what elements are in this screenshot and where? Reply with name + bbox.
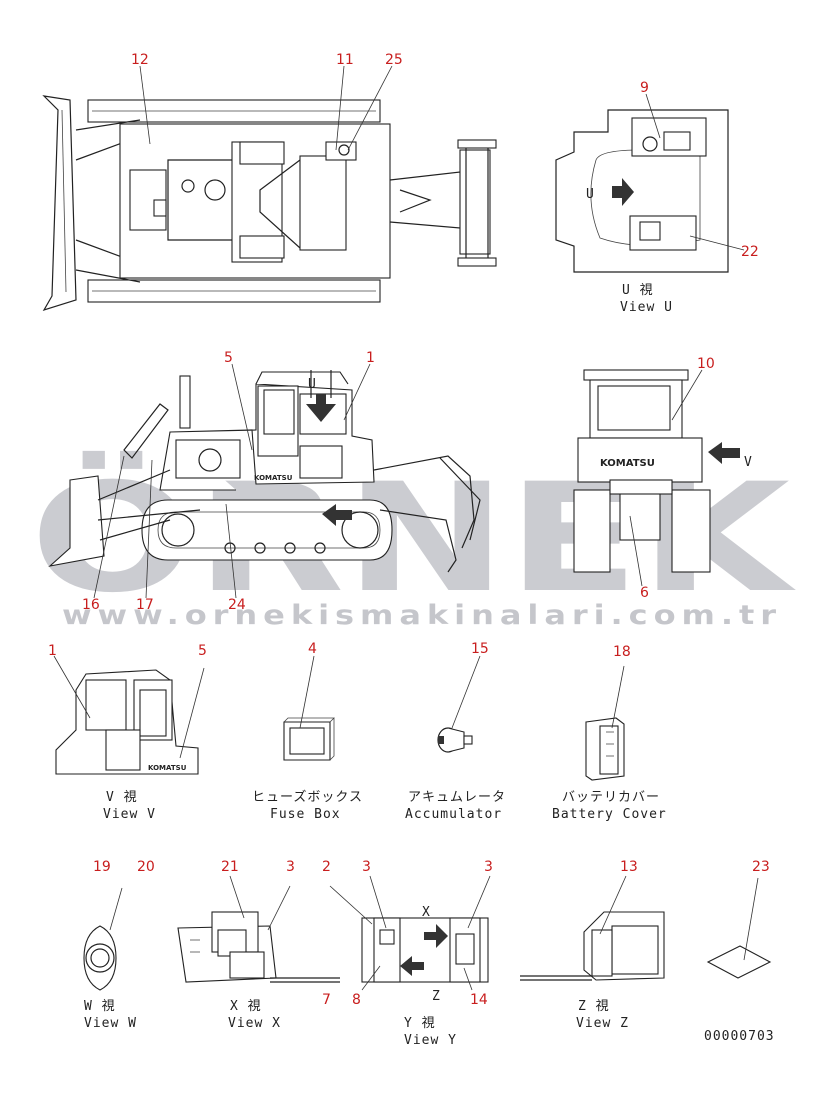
callout-1-view-v: 1 xyxy=(48,643,57,659)
callout-14: 14 xyxy=(470,992,488,1008)
caption-batt: Battery Cover xyxy=(552,807,667,822)
callout-22: 22 xyxy=(741,244,759,260)
caption-view-u-jp: U 視 xyxy=(622,283,654,298)
side-view-drawing: U KOMATSU xyxy=(48,370,481,573)
callout-11: 11 xyxy=(336,52,354,68)
side-view-brand: KOMATSU xyxy=(254,474,293,482)
watermark-url: www.ornekismakinalari.com.tr xyxy=(62,600,782,631)
caption-view-v-jp: V 視 xyxy=(106,790,138,805)
item-23-drawing xyxy=(706,945,772,979)
view-v-brand: KOMATSU xyxy=(148,764,187,772)
callout-5-side: 5 xyxy=(224,350,233,366)
callout-3-view-y-right: 3 xyxy=(484,859,493,875)
callout-12: 12 xyxy=(131,52,149,68)
caption-view-x-jp: X 視 xyxy=(230,999,262,1014)
caption-view-u: View U xyxy=(620,300,673,315)
view-u-letter: U xyxy=(586,187,595,202)
caption-view-x: View X xyxy=(228,1016,281,1031)
caption-view-z-jp: Z 視 xyxy=(578,999,610,1014)
fuse-box-drawing xyxy=(283,717,335,761)
caption-view-w: View W xyxy=(84,1016,137,1031)
caption-view-v: View V xyxy=(103,807,156,822)
drawing-number: 00000703 xyxy=(704,1029,775,1044)
callout-3-view-y-left: 3 xyxy=(362,859,371,875)
callout-21: 21 xyxy=(221,859,239,875)
view-w-drawing xyxy=(83,925,117,991)
view-captions: U 視 View U V 視 View V ヒューズボックス Fuse Box … xyxy=(84,283,775,1048)
callout-25: 25 xyxy=(385,52,403,68)
caption-acc-jp: アキュムレータ xyxy=(408,790,506,805)
battery-cover-drawing xyxy=(585,717,625,781)
caption-fuse-jp: ヒューズボックス xyxy=(252,789,363,805)
callout-13: 13 xyxy=(620,859,638,875)
view-u-drawing: U xyxy=(555,109,729,273)
rear-view-drawing: KOMATSU V xyxy=(573,369,753,573)
view-y-z-letter: Z xyxy=(432,989,441,1004)
side-view-u-letter: U xyxy=(308,377,317,392)
caption-fuse: Fuse Box xyxy=(270,807,341,822)
view-x-drawing xyxy=(177,911,340,983)
callout-2: 2 xyxy=(322,859,331,875)
callout-20: 20 xyxy=(137,859,155,875)
callout-15: 15 xyxy=(471,641,489,657)
caption-view-y: View Y xyxy=(404,1033,457,1048)
callout-23: 23 xyxy=(752,859,770,875)
callout-5-view-v: 5 xyxy=(198,643,207,659)
callout-6: 6 xyxy=(640,585,649,601)
rear-view-brand: KOMATSU xyxy=(600,458,655,469)
caption-acc: Accumulator xyxy=(405,807,502,822)
callout-10: 10 xyxy=(697,356,715,372)
caption-view-y-jp: Y 視 xyxy=(404,1016,436,1031)
callout-9: 9 xyxy=(640,80,649,96)
leader-lines xyxy=(53,65,759,991)
callout-16: 16 xyxy=(82,597,100,613)
callout-3-view-x: 3 xyxy=(286,859,295,875)
callout-24: 24 xyxy=(228,597,246,613)
view-v-drawing: KOMATSU xyxy=(55,669,199,775)
view-y-x-letter: X xyxy=(422,905,431,920)
view-z-drawing xyxy=(520,911,665,981)
callout-4: 4 xyxy=(308,641,317,657)
callout-18: 18 xyxy=(613,644,631,660)
callout-8: 8 xyxy=(352,992,361,1008)
callout-7: 7 xyxy=(322,992,331,1008)
rear-view-v-letter: V xyxy=(744,455,753,470)
caption-batt-jp: バッテリカバー xyxy=(562,790,660,805)
view-y-drawing: X Z xyxy=(361,905,489,1004)
callout-19: 19 xyxy=(93,859,111,875)
callout-numbers: 12 11 25 9 22 5 1 10 16 17 24 6 1 5 4 15… xyxy=(48,52,770,1008)
top-view-drawing xyxy=(42,95,497,312)
callout-1-side: 1 xyxy=(366,350,375,366)
caption-view-z: View Z xyxy=(576,1016,629,1031)
callout-17: 17 xyxy=(136,597,154,613)
caption-view-w-jp: W 視 xyxy=(84,999,116,1014)
accumulator-drawing xyxy=(437,727,473,753)
